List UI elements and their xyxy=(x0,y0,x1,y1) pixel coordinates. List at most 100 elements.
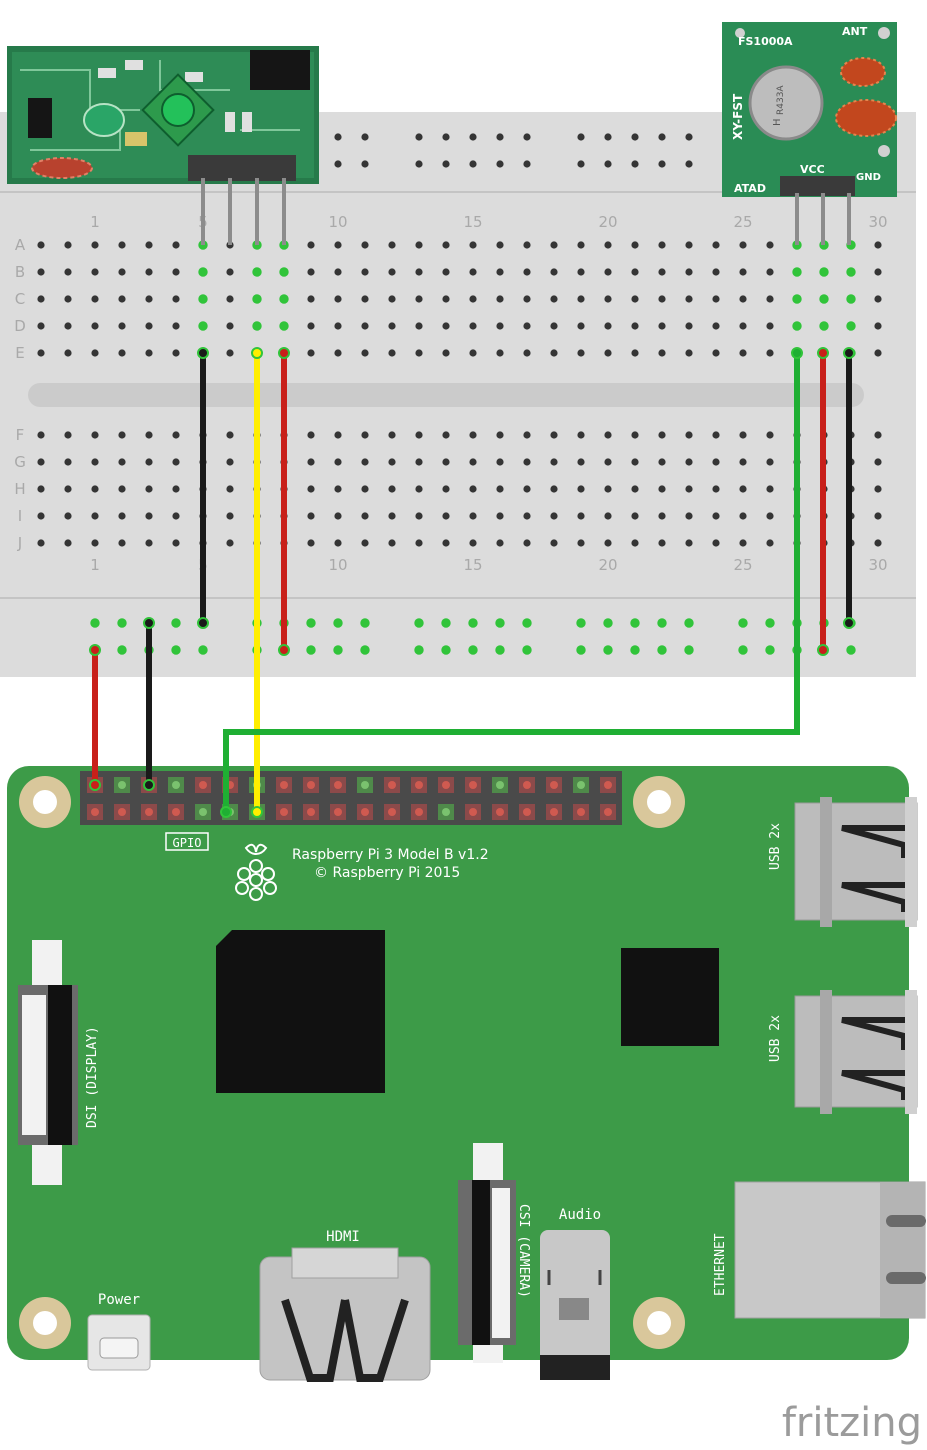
breadboard-hole[interactable] xyxy=(388,512,396,520)
breadboard-hole[interactable] xyxy=(550,431,558,439)
rail-hole[interactable] xyxy=(361,160,369,168)
rail-hole[interactable] xyxy=(576,645,586,655)
breadboard-hole[interactable] xyxy=(523,539,531,547)
breadboard-hole[interactable] xyxy=(307,539,315,547)
breadboard-hole[interactable] xyxy=(685,485,693,493)
breadboard-hole[interactable] xyxy=(64,295,72,303)
rail-hole[interactable] xyxy=(523,133,531,141)
breadboard-hole[interactable] xyxy=(631,539,639,547)
breadboard-hole[interactable] xyxy=(874,295,882,303)
breadboard-hole[interactable] xyxy=(577,431,585,439)
breadboard-hole[interactable] xyxy=(496,539,504,547)
breadboard-hole[interactable] xyxy=(442,349,450,357)
breadboard-hole[interactable] xyxy=(523,295,531,303)
breadboard-hole[interactable] xyxy=(118,539,126,547)
breadboard-hole[interactable] xyxy=(712,431,720,439)
breadboard-hole[interactable] xyxy=(739,512,747,520)
breadboard-hole[interactable] xyxy=(658,349,666,357)
rail-hole[interactable] xyxy=(658,133,666,141)
rail-hole[interactable] xyxy=(631,160,639,168)
rail-hole[interactable] xyxy=(657,645,667,655)
breadboard-hole[interactable] xyxy=(145,458,153,466)
breadboard-hole[interactable] xyxy=(415,485,423,493)
breadboard-hole[interactable] xyxy=(550,322,558,330)
breadboard-hole[interactable] xyxy=(766,241,774,249)
breadboard-hole[interactable] xyxy=(523,512,531,520)
breadboard-hole[interactable] xyxy=(37,349,45,357)
breadboard-hole[interactable] xyxy=(658,295,666,303)
breadboard-hole[interactable] xyxy=(37,512,45,520)
breadboard-hole[interactable] xyxy=(658,539,666,547)
breadboard-hole[interactable] xyxy=(198,267,208,277)
breadboard-hole[interactable] xyxy=(172,322,180,330)
breadboard-hole[interactable] xyxy=(577,295,585,303)
rail-hole[interactable] xyxy=(415,133,423,141)
breadboard-hole[interactable] xyxy=(739,241,747,249)
breadboard-hole[interactable] xyxy=(388,458,396,466)
breadboard-hole[interactable] xyxy=(226,512,234,520)
breadboard-hole[interactable] xyxy=(118,458,126,466)
breadboard-hole[interactable] xyxy=(388,268,396,276)
breadboard-hole[interactable] xyxy=(118,512,126,520)
breadboard-hole[interactable] xyxy=(388,241,396,249)
breadboard-hole[interactable] xyxy=(792,294,802,304)
breadboard-hole[interactable] xyxy=(37,322,45,330)
breadboard-hole[interactable] xyxy=(766,295,774,303)
breadboard-hole[interactable] xyxy=(874,458,882,466)
breadboard-hole[interactable] xyxy=(712,539,720,547)
breadboard-hole[interactable] xyxy=(631,349,639,357)
breadboard-hole[interactable] xyxy=(819,294,829,304)
breadboard-hole[interactable] xyxy=(550,458,558,466)
breadboard-hole[interactable] xyxy=(226,485,234,493)
breadboard-hole[interactable] xyxy=(252,267,262,277)
breadboard-hole[interactable] xyxy=(604,349,612,357)
breadboard-hole[interactable] xyxy=(118,295,126,303)
breadboard-hole[interactable] xyxy=(91,512,99,520)
breadboard-hole[interactable] xyxy=(604,295,612,303)
breadboard-hole[interactable] xyxy=(172,295,180,303)
breadboard-hole[interactable] xyxy=(307,349,315,357)
rail-hole[interactable] xyxy=(685,160,693,168)
rail-hole[interactable] xyxy=(306,645,316,655)
breadboard-hole[interactable] xyxy=(361,485,369,493)
breadboard-hole[interactable] xyxy=(334,241,342,249)
breadboard-hole[interactable] xyxy=(766,539,774,547)
breadboard-hole[interactable] xyxy=(91,539,99,547)
rail-hole[interactable] xyxy=(469,160,477,168)
breadboard-hole[interactable] xyxy=(361,512,369,520)
breadboard-hole[interactable] xyxy=(442,431,450,439)
breadboard-hole[interactable] xyxy=(739,485,747,493)
breadboard-hole[interactable] xyxy=(145,241,153,249)
breadboard-hole[interactable] xyxy=(64,322,72,330)
breadboard-hole[interactable] xyxy=(226,322,234,330)
breadboard-hole[interactable] xyxy=(415,458,423,466)
breadboard-hole[interactable] xyxy=(658,512,666,520)
breadboard-hole[interactable] xyxy=(442,539,450,547)
breadboard-hole[interactable] xyxy=(846,267,856,277)
breadboard-hole[interactable] xyxy=(685,458,693,466)
rail-hole[interactable] xyxy=(442,133,450,141)
breadboard-hole[interactable] xyxy=(685,539,693,547)
rail-hole[interactable] xyxy=(576,618,586,628)
breadboard-hole[interactable] xyxy=(712,458,720,466)
breadboard-hole[interactable] xyxy=(334,349,342,357)
breadboard-hole[interactable] xyxy=(496,322,504,330)
breadboard-hole[interactable] xyxy=(739,539,747,547)
rail-hole[interactable] xyxy=(631,133,639,141)
breadboard-hole[interactable] xyxy=(874,485,882,493)
breadboard-hole[interactable] xyxy=(496,431,504,439)
breadboard-hole[interactable] xyxy=(712,295,720,303)
rail-hole[interactable] xyxy=(765,618,775,628)
breadboard-hole[interactable] xyxy=(712,349,720,357)
rail-hole[interactable] xyxy=(441,618,451,628)
rail-hole[interactable] xyxy=(361,133,369,141)
breadboard-hole[interactable] xyxy=(307,268,315,276)
breadboard-hole[interactable] xyxy=(469,431,477,439)
breadboard-hole[interactable] xyxy=(469,512,477,520)
breadboard-hole[interactable] xyxy=(145,539,153,547)
breadboard-hole[interactable] xyxy=(334,431,342,439)
breadboard-hole[interactable] xyxy=(712,485,720,493)
rail-hole[interactable] xyxy=(603,618,613,628)
breadboard-hole[interactable] xyxy=(604,268,612,276)
rail-hole[interactable] xyxy=(684,645,694,655)
